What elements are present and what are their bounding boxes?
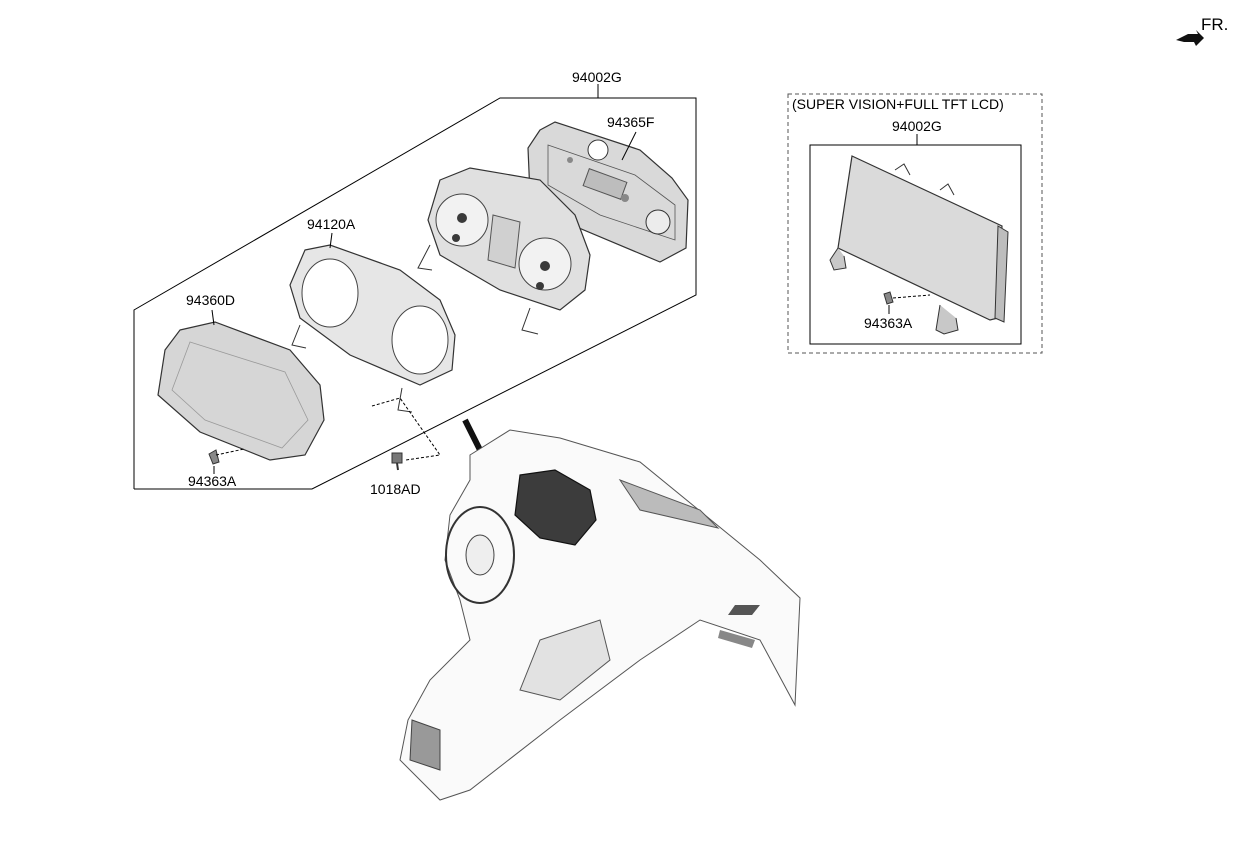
- bezel-part[interactable]: [289, 244, 456, 413]
- lens-window-label[interactable]: 94360D: [186, 292, 235, 308]
- dashboard-illustration: [399, 418, 801, 801]
- screw-left-label[interactable]: 94363A: [188, 473, 237, 489]
- back-cover-label[interactable]: 94365F: [607, 114, 654, 130]
- lens-window-part[interactable]: [157, 321, 325, 461]
- cluster-location-highlight: [514, 469, 597, 546]
- variant-assembly-label[interactable]: 94002G: [892, 118, 942, 134]
- variant-screw-label[interactable]: 94363A: [864, 315, 913, 331]
- back-cover-leader: [621, 131, 637, 161]
- screw-left-part[interactable]: [208, 448, 245, 465]
- variant-title: (SUPER VISION+FULL TFT LCD): [792, 96, 1004, 112]
- main-assembly-outline: [133, 97, 697, 490]
- gauge-unit-part[interactable]: [417, 167, 591, 335]
- front-label: FR.: [1201, 15, 1228, 34]
- fastener-label[interactable]: 1018AD: [370, 481, 421, 497]
- main-assembly-label[interactable]: 94002G: [572, 69, 622, 85]
- lens-window-leader: [211, 309, 215, 326]
- back-cover-part[interactable]: [527, 121, 689, 263]
- front-direction-indicator: FR.: [1176, 15, 1228, 46]
- front-arrow-icon: [1176, 30, 1204, 46]
- variant-outline: [787, 93, 1043, 354]
- bezel-leader: [329, 232, 333, 249]
- bezel-label[interactable]: 94120A: [307, 216, 356, 232]
- fastener-part[interactable]: [371, 397, 441, 471]
- variant-screw-part[interactable]: [883, 291, 931, 305]
- variant-assembly-box: [809, 144, 1022, 345]
- variant-display-part[interactable]: [829, 155, 1009, 335]
